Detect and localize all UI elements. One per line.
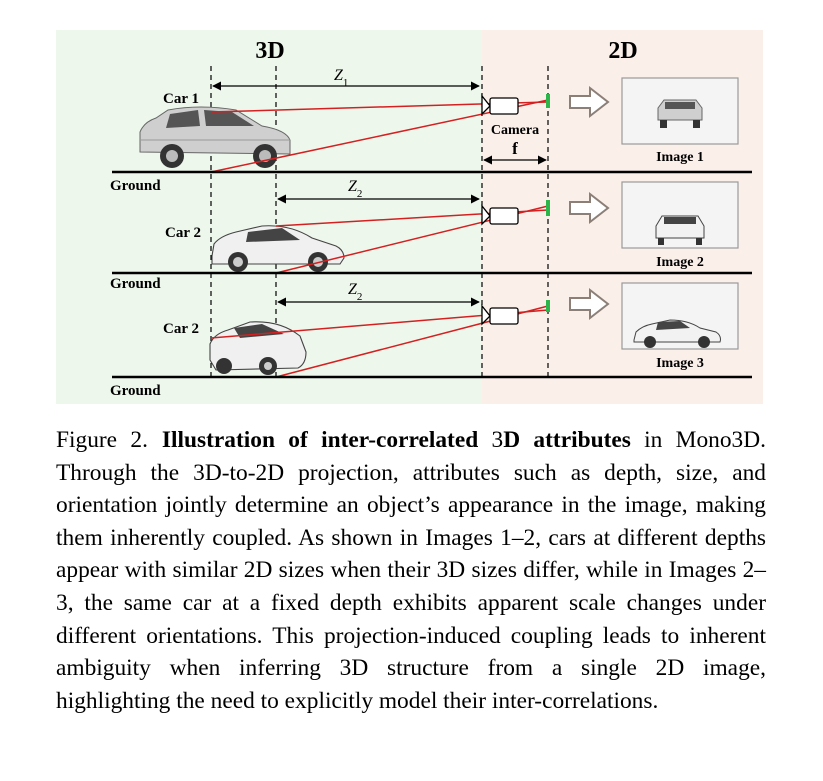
image-1-label: Image 1 xyxy=(656,150,704,165)
image-sensor-3 xyxy=(546,300,550,312)
depth-label-z1: Z1 xyxy=(334,67,348,89)
camera-label: Camera xyxy=(491,123,539,138)
camera-icon-3 xyxy=(481,304,519,326)
car-2-label-a: Car 2 xyxy=(165,225,201,241)
camera-icon xyxy=(481,94,519,116)
suv-side-view xyxy=(139,106,291,168)
panel-2: Z2 Car 2 Ground Image 2 xyxy=(110,178,752,292)
caption-bold-1: Illustration of inter-correlated xyxy=(161,427,492,453)
caption-figure-label: Figure 2. xyxy=(56,427,148,453)
caption-body: in Mono3D. Through the 3D-to-2D projecti… xyxy=(56,427,766,714)
projection-arrow-3 xyxy=(569,287,610,321)
projection-arrow-2 xyxy=(569,191,610,225)
image-sensor xyxy=(546,94,550,108)
sedan-side-view-small xyxy=(633,319,721,348)
sedan-front-view xyxy=(655,215,705,245)
depth-label-z2-a: Z2 xyxy=(348,178,362,200)
image-sensor-2 xyxy=(546,200,550,216)
camera-icon-2 xyxy=(481,204,519,226)
caption-plain-1: 3 xyxy=(491,427,504,453)
sedan-angled-view xyxy=(209,321,307,375)
ground-label-1: Ground xyxy=(110,178,161,194)
projection-figure: 3D 2D Z1 Car 1 Camera f xyxy=(56,30,763,404)
focal-length-label: f xyxy=(512,139,518,158)
depth-label-z2-b: Z2 xyxy=(348,281,362,303)
sedan-side-view xyxy=(211,225,345,272)
image-2-label: Image 2 xyxy=(656,255,704,270)
caption-bold-2: D attributes xyxy=(503,427,631,453)
ground-label-3: Ground xyxy=(110,383,161,399)
car-1-label: Car 1 xyxy=(163,91,199,107)
car-2-label-b: Car 2 xyxy=(163,321,199,337)
image-3-label: Image 3 xyxy=(656,356,704,371)
header-2d: 2D xyxy=(608,38,637,64)
projection-arrow-1 xyxy=(569,85,610,119)
figure-caption: Figure 2. Illustration of inter-correlate… xyxy=(56,424,766,717)
header-3d: 3D xyxy=(255,38,284,64)
ground-label-2: Ground xyxy=(110,276,161,292)
panel-3: Z2 Car 2 Ground Image 3 xyxy=(110,281,752,399)
suv-front-view xyxy=(657,99,703,128)
panel-1: Z1 Car 1 Camera f Ground xyxy=(110,67,752,194)
